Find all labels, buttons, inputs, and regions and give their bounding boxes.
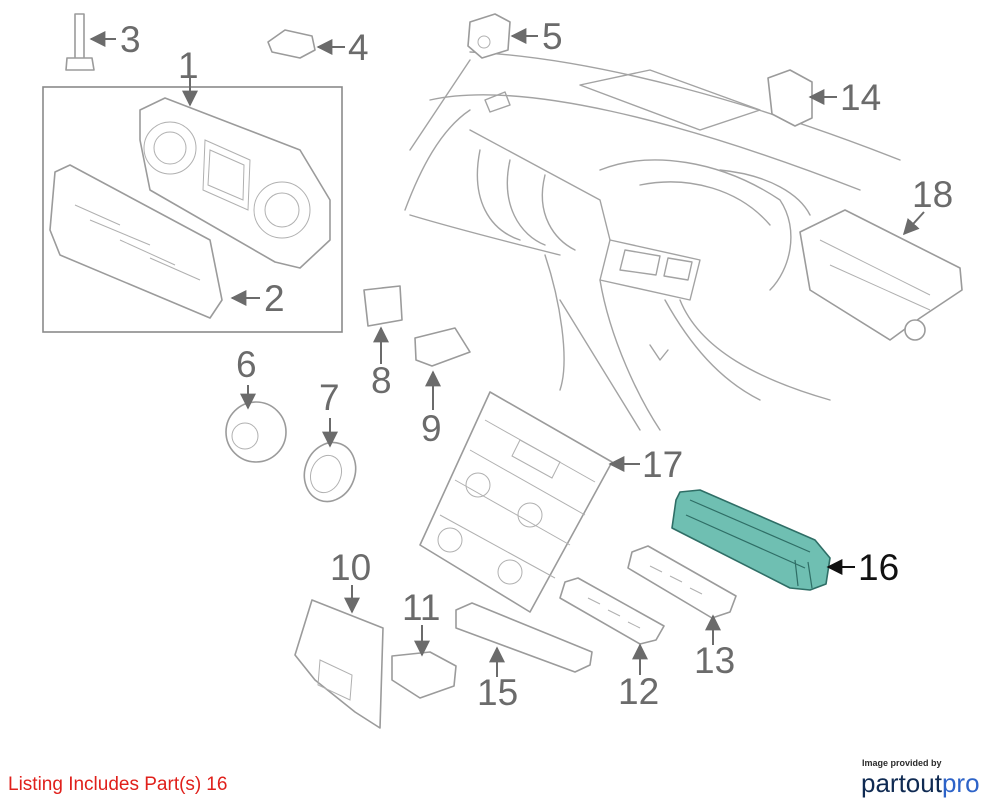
part-11-switch [391, 651, 457, 699]
listing-label: Listing Includes Part(s) [8, 774, 202, 795]
part-7-knob [303, 441, 357, 503]
callout-6: 6 [236, 344, 257, 385]
callout-11: 11 [402, 587, 440, 628]
logo-caption: Image provided by [862, 758, 942, 768]
part-5-sensor [467, 13, 511, 59]
part-15-panel [455, 602, 593, 673]
part-1-instrument-cluster [42, 86, 343, 333]
callout-labels: 1 2 3 4 5 6 7 8 9 10 11 12 13 14 15 16 1… [120, 16, 953, 713]
logo-brand-main: partout [861, 768, 942, 798]
callout-17: 17 [642, 444, 683, 485]
callout-7: 7 [319, 377, 340, 418]
part-6-knob [225, 401, 287, 463]
part-4-clip [267, 29, 316, 59]
callout-1: 1 [178, 45, 199, 86]
callout-9: 9 [421, 408, 442, 449]
callout-13: 13 [694, 640, 735, 681]
callout-12: 12 [618, 671, 659, 712]
callout-8: 8 [371, 360, 392, 401]
logo-brand: partoutpro [861, 768, 980, 799]
part-16-climate-control-module [671, 489, 831, 591]
part-12-switch-strip [559, 577, 665, 645]
callout-3: 3 [120, 19, 141, 60]
part-13-switch-strip [627, 545, 737, 619]
part-8-switch [363, 285, 403, 327]
part-9-switch [414, 327, 471, 367]
callout-18: 18 [912, 174, 953, 215]
listing-part-numbers: 16 [206, 774, 228, 795]
partoutpro-logo: Image provided by partoutpro [858, 758, 993, 802]
dashboard-outline [404, 51, 901, 431]
callout-5: 5 [542, 16, 563, 57]
part-10-bezel [294, 599, 384, 729]
listing-includes-note: Listing Includes Part(s)16 [8, 774, 227, 796]
part-18-airbag [799, 209, 963, 341]
callout-14: 14 [840, 77, 881, 118]
part-3-bolt [65, 13, 95, 71]
callout-10: 10 [330, 547, 371, 588]
callout-15: 15 [477, 672, 518, 713]
part-14-bracket [767, 69, 813, 127]
callout-2: 2 [264, 278, 285, 319]
callout-4: 4 [348, 27, 369, 68]
leader-lines [89, 28, 925, 677]
part-17-center-panel [419, 391, 613, 613]
callout-16: 16 [858, 547, 899, 588]
logo-brand-accent: pro [941, 768, 980, 798]
